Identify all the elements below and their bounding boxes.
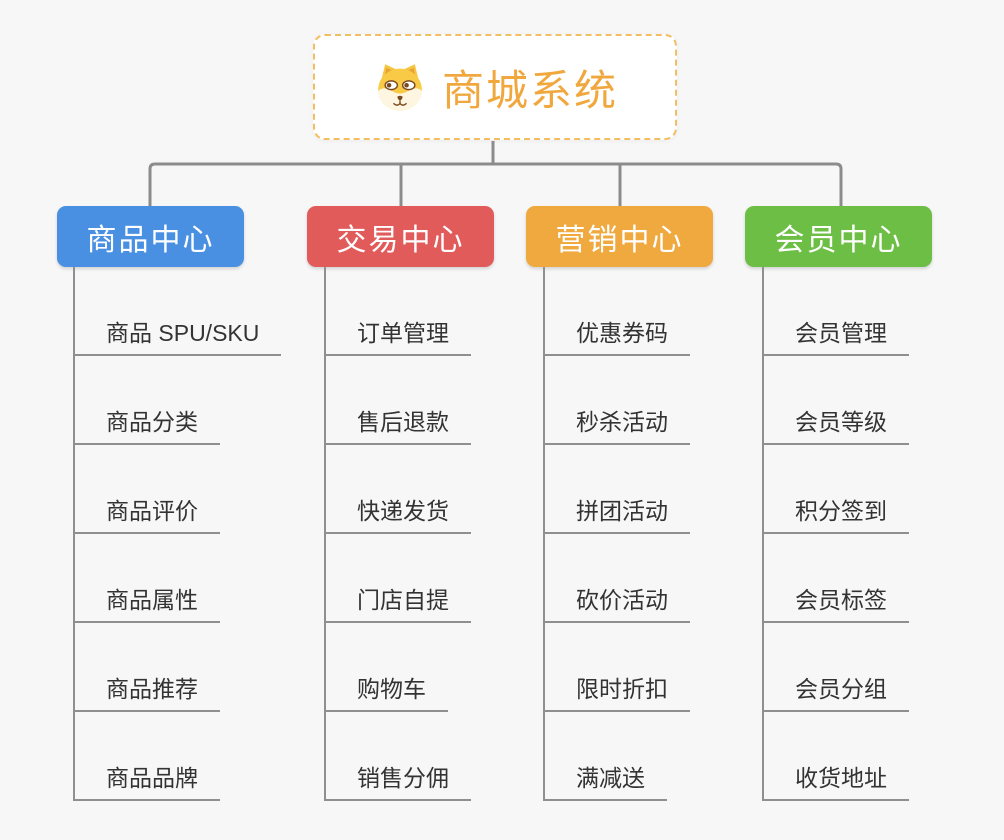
leaf-node[interactable]: 秒杀活动: [543, 410, 690, 445]
leaf-node[interactable]: 满减送: [543, 766, 667, 801]
leaf-node[interactable]: 购物车: [324, 677, 448, 712]
leaf-node[interactable]: 商品属性: [73, 588, 220, 623]
leaf-node[interactable]: 商品评价: [73, 499, 220, 534]
leaf-node[interactable]: 销售分佣: [324, 766, 471, 801]
branch-node-trade-center[interactable]: 交易中心: [307, 206, 494, 267]
leaf-node[interactable]: 商品推荐: [73, 677, 220, 712]
leaf-node[interactable]: 会员等级: [762, 410, 909, 445]
branch-node-marketing-center[interactable]: 营销中心: [526, 206, 713, 267]
branch-node-member-center[interactable]: 会员中心: [745, 206, 932, 267]
leaf-node[interactable]: 商品 SPU/SKU: [73, 321, 282, 356]
leaf-node[interactable]: 售后退款: [324, 410, 471, 445]
bracket-line: [148, 162, 843, 206]
branch-node-product-center[interactable]: 商品中心: [57, 206, 244, 267]
leaf-node[interactable]: 订单管理: [324, 321, 471, 356]
leaf-node[interactable]: 快递发货: [324, 499, 471, 534]
leaf-node[interactable]: 会员标签: [762, 588, 909, 623]
leaf-node[interactable]: 商品品牌: [73, 766, 220, 801]
shiba-dog-icon: [378, 64, 422, 111]
branch-child-line: [762, 267, 764, 801]
leaf-node[interactable]: 砍价活动: [543, 588, 690, 623]
leaf-node[interactable]: 门店自提: [324, 588, 471, 623]
branch-child-line: [543, 267, 545, 801]
leaf-node[interactable]: 积分签到: [762, 499, 909, 534]
leaf-node[interactable]: 拼团活动: [543, 499, 690, 534]
leaf-node[interactable]: 会员管理: [762, 321, 909, 356]
leaf-node[interactable]: 会员分组: [762, 677, 909, 712]
root-title: 商城系统: [441, 66, 618, 114]
branch-child-line: [324, 267, 326, 801]
leaf-node[interactable]: 商品分类: [73, 410, 220, 445]
leaf-node[interactable]: 收货地址: [762, 766, 909, 801]
leaf-node[interactable]: 限时折扣: [543, 677, 690, 712]
root-node[interactable]: 商城系统: [313, 34, 677, 140]
branch-child-line: [73, 267, 75, 801]
leaf-node[interactable]: 优惠券码: [543, 321, 690, 356]
